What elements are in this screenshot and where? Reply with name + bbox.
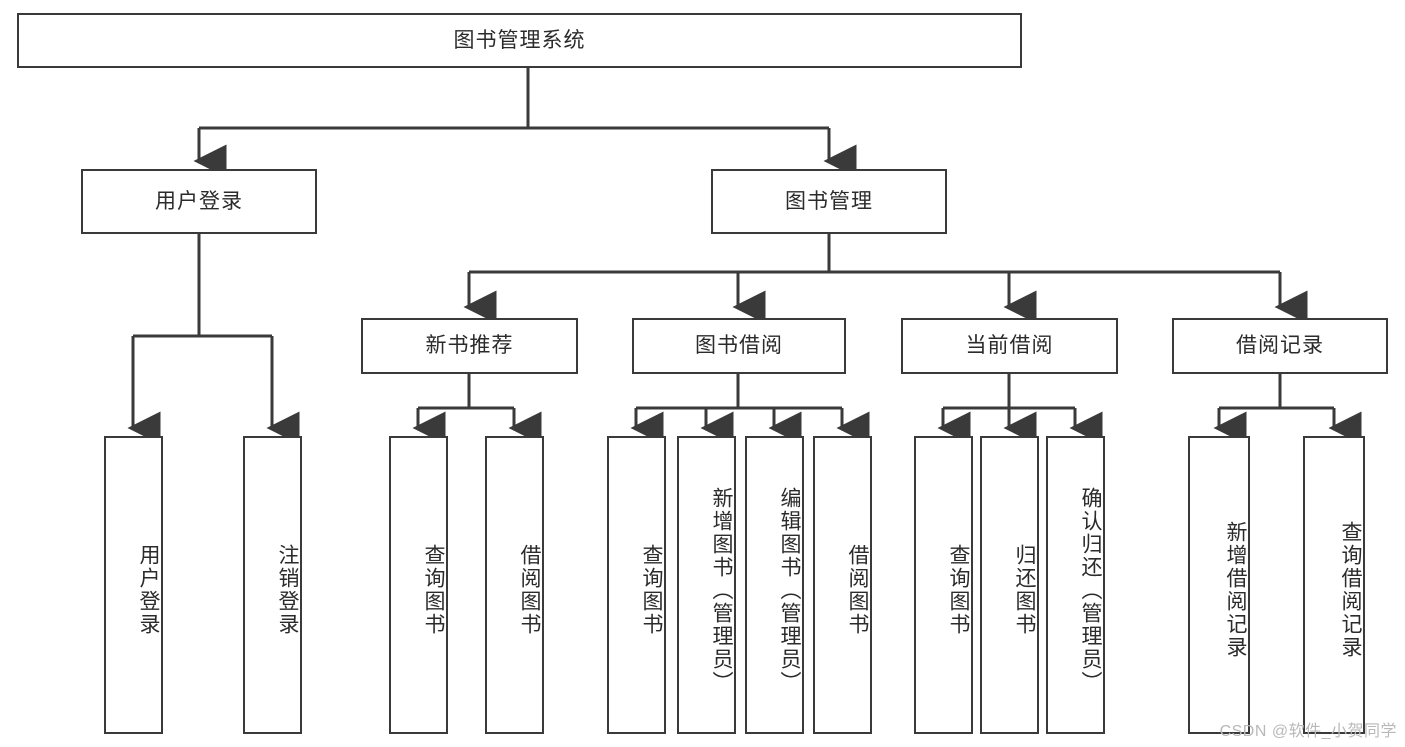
node-book-borrow-label: 图书借阅 xyxy=(695,334,783,358)
node-leaf-add-record[interactable]: 新增借阅记录 xyxy=(1188,436,1250,734)
node-leaf-return-book-label: 归还图书 xyxy=(1013,544,1036,636)
node-leaf-borrow-book-1[interactable]: 借阅图书 xyxy=(485,436,544,734)
node-borrow-record[interactable]: 借阅记录 xyxy=(1172,318,1388,374)
node-leaf-user-login[interactable]: 用户登录 xyxy=(104,436,163,734)
node-leaf-query-record-label: 查询借阅记录 xyxy=(1339,521,1362,659)
node-leaf-query-record[interactable]: 查询借阅记录 xyxy=(1303,436,1365,734)
watermark-text: CSDN @软件_小贺同学 xyxy=(1219,723,1397,740)
node-new-book-recommend[interactable]: 新书推荐 xyxy=(361,318,578,374)
node-leaf-query-book-3-label: 查询图书 xyxy=(947,544,970,636)
node-leaf-borrow-book-2-label: 借阅图书 xyxy=(846,544,869,636)
node-leaf-query-book-1-label: 查询图书 xyxy=(422,544,445,636)
node-user-login[interactable]: 用户登录 xyxy=(81,169,317,234)
node-leaf-query-book-2-label: 查询图书 xyxy=(640,544,663,636)
node-leaf-user-login-label: 用户登录 xyxy=(137,544,160,636)
node-user-login-label: 用户登录 xyxy=(155,189,243,213)
node-leaf-borrow-book-1-label: 借阅图书 xyxy=(518,544,541,636)
node-new-book-recommend-label: 新书推荐 xyxy=(425,334,514,358)
node-leaf-add-book[interactable]: 新增图书（管理员） xyxy=(677,436,736,734)
node-leaf-query-book-3[interactable]: 查询图书 xyxy=(914,436,973,734)
node-leaf-borrow-book-2[interactable]: 借阅图书 xyxy=(813,436,872,734)
node-borrow-record-label: 借阅记录 xyxy=(1236,334,1324,358)
node-leaf-logout-login[interactable]: 注销登录 xyxy=(243,436,302,734)
node-leaf-return-book[interactable]: 归还图书 xyxy=(980,436,1039,734)
node-book-manage-label: 图书管理 xyxy=(785,189,873,213)
node-current-borrow[interactable]: 当前借阅 xyxy=(901,318,1118,374)
node-book-borrow[interactable]: 图书借阅 xyxy=(632,318,846,374)
node-leaf-edit-book-label: 编辑图书（管理员） xyxy=(778,486,801,694)
node-root-label: 图书管理系统 xyxy=(453,28,586,52)
node-leaf-query-book-1[interactable]: 查询图书 xyxy=(389,436,448,734)
node-leaf-edit-book[interactable]: 编辑图书（管理员） xyxy=(745,436,804,734)
node-leaf-logout-login-label: 注销登录 xyxy=(276,544,299,636)
node-leaf-confirm-return[interactable]: 确认归还（管理员） xyxy=(1046,436,1105,734)
node-leaf-confirm-return-label: 确认归还（管理员） xyxy=(1079,486,1102,694)
node-leaf-query-book-2[interactable]: 查询图书 xyxy=(607,436,666,734)
node-leaf-add-record-label: 新增借阅记录 xyxy=(1224,521,1247,659)
node-current-borrow-label: 当前借阅 xyxy=(965,334,1054,358)
node-leaf-add-book-label: 新增图书（管理员） xyxy=(710,486,733,694)
node-root[interactable]: 图书管理系统 xyxy=(17,13,1022,68)
node-book-manage[interactable]: 图书管理 xyxy=(711,169,947,234)
